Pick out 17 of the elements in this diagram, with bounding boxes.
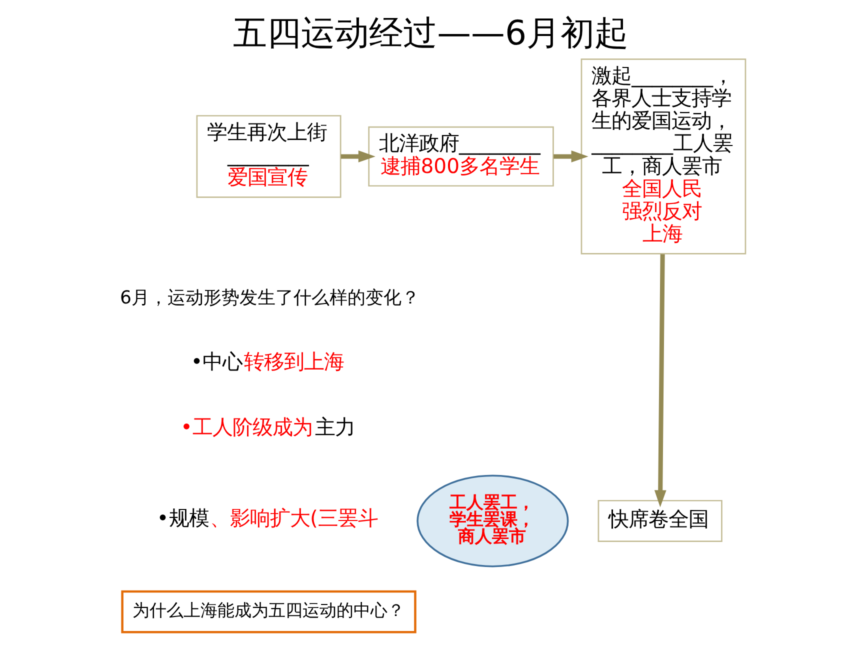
node-box: 北洋政府________ 逮捕800多名学生 [368, 126, 554, 187]
label: •规模 [156, 506, 208, 530]
label: 主力 [314, 415, 355, 440]
diagram-title: 五四运动经过——6月初起 [232, 14, 628, 52]
label: •工人阶级成为 [180, 415, 312, 440]
label: •中心 [190, 349, 242, 374]
label: 、影响扩大(三罢斗 [209, 506, 378, 530]
label: 6月，运动形势发生了什么样的变化？ [120, 287, 420, 308]
arrow [340, 150, 375, 162]
node-box: 学生再次上街________ 爱国宣传 [196, 115, 341, 198]
node-box: 激起________，各界人士支持学生的爱国运动，________工人罢工，商人罢市 全国人民强烈反对 上海 [580, 58, 746, 254]
node-box: 为什么上海能成为五四运动的中心？ [120, 590, 416, 634]
node-ellipse: 工人罢工，学生罢课，商人罢市 [416, 474, 568, 568]
arrow [553, 150, 588, 162]
node-box: 快席卷全国 [597, 500, 722, 542]
arrow [654, 254, 666, 508]
label: 转移到上海 [243, 349, 344, 374]
